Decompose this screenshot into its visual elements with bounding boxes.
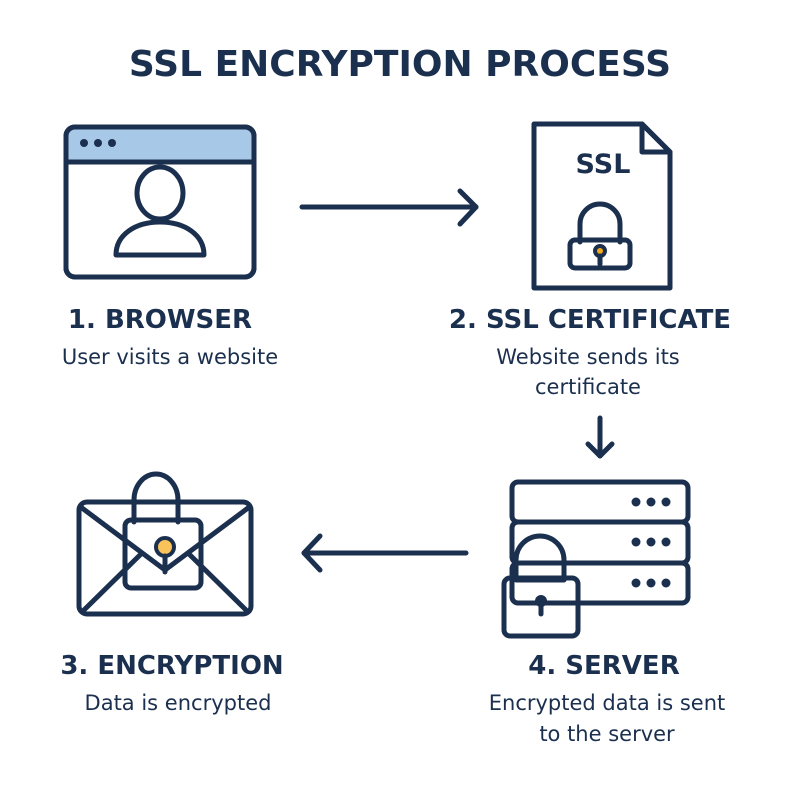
step-1-label: 1. BROWSER — [68, 305, 252, 335]
step-2-description-line-2: certificate — [535, 375, 641, 399]
step-1-description: User visits a website — [62, 345, 278, 369]
certificate-keyhole-icon — [593, 244, 607, 267]
arrow-down-icon — [585, 415, 615, 459]
step-4-label: 4. SERVER — [528, 651, 679, 681]
step-4-description-line-1: Encrypted data is sent — [489, 691, 726, 715]
step-2-description-line-1: Website sends its — [496, 345, 680, 369]
step-4-description-line-2: to the server — [539, 722, 675, 746]
diagram-title: SSL ENCRYPTION PROCESS — [129, 44, 671, 85]
browser-user-icon — [63, 124, 257, 280]
step-3-label: 3. ENCRYPTION — [60, 651, 283, 681]
step-3-description: Data is encrypted — [85, 691, 272, 715]
server-lock-icon — [501, 479, 691, 639]
arrow-left-icon — [301, 533, 469, 573]
step-2-label: 2. SSL CERTIFICATE — [449, 305, 731, 335]
arrow-right-icon — [299, 188, 479, 227]
ssl-certificate-icon: SSL — [531, 121, 673, 291]
envelope-keyhole-icon — [154, 536, 176, 575]
ssl-badge-text: SSL — [576, 149, 631, 180]
